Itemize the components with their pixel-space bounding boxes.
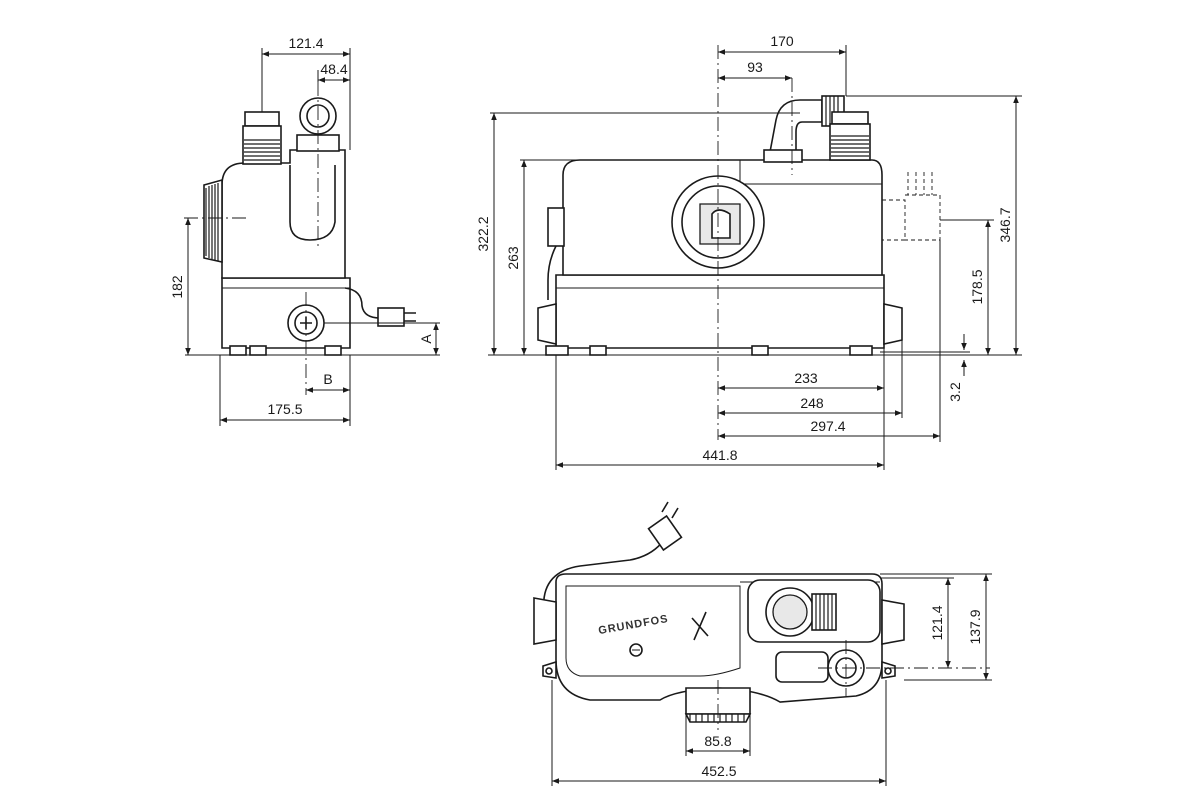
side-internal-channel (289, 165, 336, 241)
top-plug-pins (661, 501, 679, 519)
side-foot-right (324, 345, 342, 356)
side-foot-mid (249, 345, 267, 356)
front-foot-2 (589, 345, 607, 356)
side-dim-a: A (418, 334, 434, 344)
front-outlet-coupling-ribs (825, 96, 839, 126)
front-control-box (547, 207, 565, 247)
top-power-plug (647, 514, 683, 552)
front-dim-side-inlet-height: 178.5 (969, 269, 985, 304)
side-dim-top-width: 121.4 (288, 35, 323, 51)
front-left-inlet (537, 303, 557, 345)
front-view: 170 93 322.2 263 346.7 178.5 3.2 233 (475, 33, 1022, 470)
front-main-inlet-flap (711, 209, 731, 239)
side-left-inlet (203, 178, 223, 263)
side-left-inlet-ribs (205, 183, 219, 261)
side-power-plug (377, 307, 405, 327)
front-foot-3 (751, 345, 769, 356)
side-dim-bottom-width: 175.5 (267, 401, 302, 417)
top-left-inlet (533, 597, 557, 645)
front-dim-to-inlet-c: 297.4 (810, 418, 845, 434)
side-upper-tank (221, 149, 346, 279)
top-outlet-ribs (815, 594, 833, 630)
front-hidden-ribs (907, 172, 933, 195)
front-dim-to-inlet-a: 233 (794, 370, 818, 386)
side-view: 121.4 48.4 182 B 175.5 A (169, 35, 440, 426)
top-brand-x-icon (691, 611, 709, 641)
side-dim-b: B (323, 371, 332, 387)
top-dim-overall-width: 452.5 (701, 763, 736, 779)
top-dim-overall-depth: 137.9 (967, 609, 983, 644)
front-outlet-base (763, 149, 803, 163)
front-dim-outlet-center: 93 (747, 59, 763, 75)
front-outlet-elbow (769, 99, 823, 153)
front-dim-body-height: 263 (505, 246, 521, 270)
front-dim-overall-height: 346.7 (997, 207, 1013, 242)
front-hidden-connector-2 (905, 194, 941, 241)
top-dim-outlet-depth: 121.4 (929, 605, 945, 640)
top-rear-fitting (775, 651, 829, 683)
front-top-fitting-ribs (831, 135, 869, 157)
top-power-cable (542, 539, 665, 613)
front-control-cable (547, 245, 557, 300)
front-dim-total-height: 322.2 (475, 216, 491, 251)
top-mount-hole-right (884, 667, 892, 675)
side-dim-inlet-height: 182 (169, 275, 185, 299)
side-foot-left (229, 345, 247, 356)
front-dim-outlet-width: 170 (770, 33, 794, 49)
side-top-fitting-body (242, 125, 282, 165)
side-top-fitting-cap (244, 111, 280, 127)
front-top-fitting-cap (831, 111, 869, 125)
top-lid-outline (565, 585, 741, 677)
top-bottom-inlet-ribs (689, 714, 745, 722)
front-foot-right (849, 345, 873, 356)
front-top-fitting-body (829, 123, 871, 161)
top-mount-hole-left (545, 667, 553, 675)
top-outlet-inner (772, 594, 808, 630)
top-right-inlet (881, 599, 905, 645)
side-top-fitting-ribs (244, 139, 280, 161)
side-power-cable (344, 287, 381, 319)
side-dim-outlet-offset: 48.4 (320, 61, 347, 77)
front-dim-foot-offset: 3.2 (947, 382, 963, 402)
top-view: GRUNDFOS 121.4 137.9 (533, 501, 992, 786)
front-dim-to-inlet-b: 248 (800, 395, 824, 411)
top-dim-bottom-inlet-width: 85.8 (704, 733, 731, 749)
front-foot-left (545, 345, 569, 356)
front-base-housing (555, 274, 885, 349)
front-right-inlet (883, 303, 903, 345)
front-dim-overall-length: 441.8 (702, 447, 737, 463)
front-hidden-connector (882, 199, 906, 241)
side-plug-pins (404, 312, 416, 322)
